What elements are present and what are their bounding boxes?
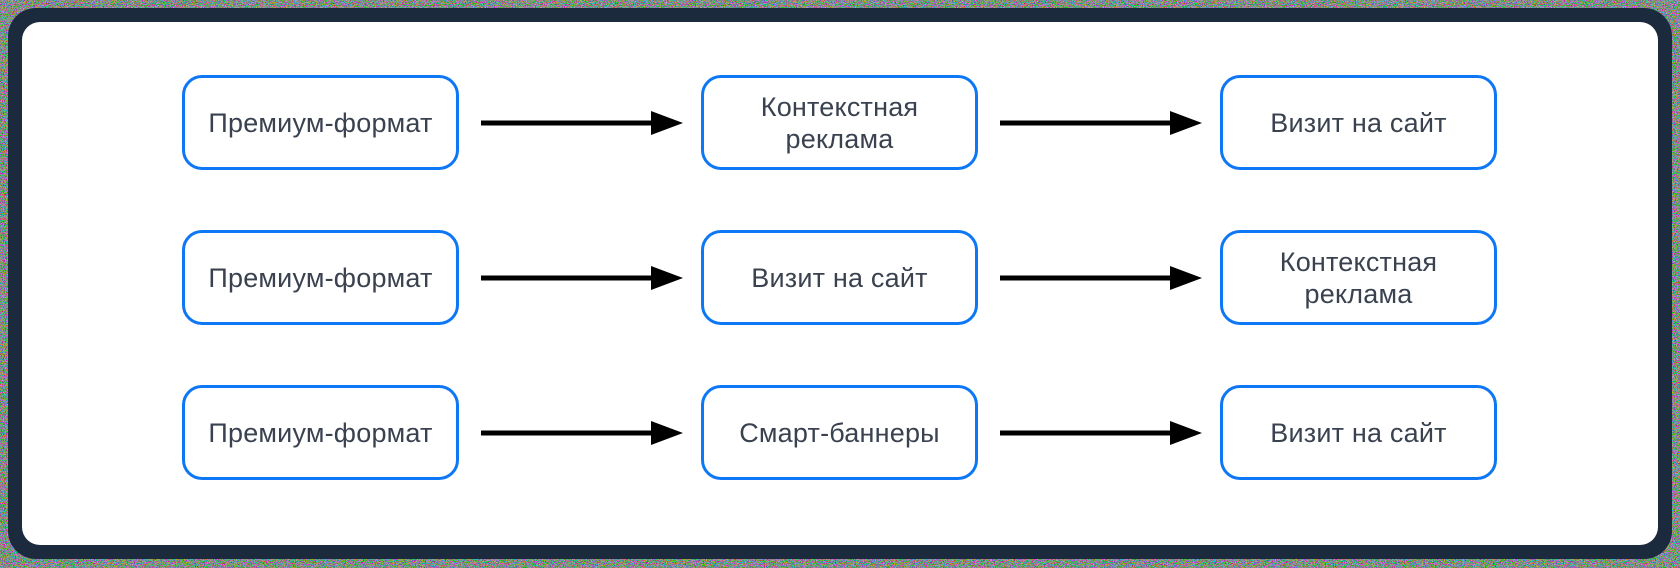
right-arrow-icon	[978, 418, 1220, 448]
flow-node: Премиум-формат	[182, 75, 459, 170]
flow-node: Визит на сайт	[1220, 385, 1497, 480]
right-arrow-icon	[978, 263, 1220, 293]
diagram-card: Премиум-формат Контекстная реклама Визит…	[22, 22, 1658, 545]
flow-node-label: Премиум-формат	[208, 417, 433, 448]
flow-node: Премиум-формат	[182, 385, 459, 480]
flow-node-label: Визит на сайт	[1270, 107, 1447, 138]
flow-node-label: Контекстная реклама	[760, 91, 919, 154]
flow-row-3: Премиум-формат Смарт-баннеры Визит на са…	[182, 385, 1497, 480]
flow-node-label: Визит на сайт	[751, 262, 928, 293]
flow-node: Визит на сайт	[1220, 75, 1497, 170]
right-arrow-icon	[978, 108, 1220, 138]
flow-node-label: Контекстная реклама	[1279, 246, 1438, 309]
flow-node: Смарт-баннеры	[701, 385, 978, 480]
flow-row-1: Премиум-формат Контекстная реклама Визит…	[182, 75, 1497, 170]
flow-node: Контекстная реклама	[701, 75, 978, 170]
right-arrow-icon	[459, 263, 701, 293]
flow-node: Контекстная реклама	[1220, 230, 1497, 325]
flow-row-2: Премиум-формат Визит на сайт Контекстная…	[182, 230, 1497, 325]
outer-frame: Премиум-формат Контекстная реклама Визит…	[8, 8, 1672, 559]
flow-node-label: Премиум-формат	[208, 262, 433, 293]
right-arrow-icon	[459, 108, 701, 138]
flow-node-label: Визит на сайт	[1270, 417, 1447, 448]
right-arrow-icon	[459, 418, 701, 448]
flow-node: Премиум-формат	[182, 230, 459, 325]
flow-node-label: Премиум-формат	[208, 107, 433, 138]
flow-node-label: Смарт-баннеры	[739, 417, 940, 448]
flow-node: Визит на сайт	[701, 230, 978, 325]
